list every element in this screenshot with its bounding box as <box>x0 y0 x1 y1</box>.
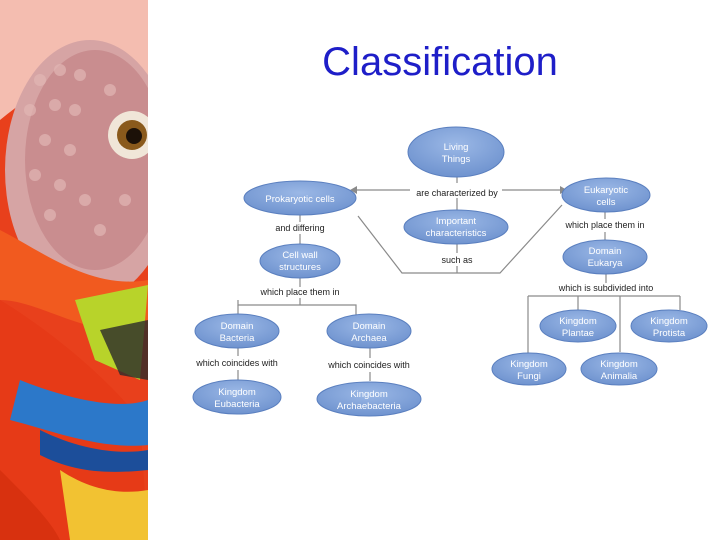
node-living-things-line2: Things <box>442 154 471 165</box>
node-kingdom-animalia-line1: Kingdom <box>600 359 638 370</box>
node-kingdom-plantae-line2: Plantae <box>562 328 594 339</box>
node-eukaryotic-cells-line1: Eukaryotic <box>584 185 629 196</box>
link-which-place-them-in-eukarya: which place them in <box>564 220 644 230</box>
node-eukaryotic-cells: Eukaryotic cells <box>562 178 650 212</box>
node-kingdom-fungi-line1: Kingdom <box>510 359 548 370</box>
node-domain-bacteria-line1: Domain <box>221 321 254 332</box>
node-kingdom-fungi-line2: Fungi <box>517 371 541 382</box>
node-kingdom-eubacteria-line1: Kingdom <box>218 387 256 398</box>
node-cell-wall-structures: Cell wall structures <box>260 244 340 278</box>
node-kingdom-fungi: Kingdom Fungi <box>492 353 566 385</box>
link-which-coincides-with-archaea: which coincides with <box>327 360 410 370</box>
link-which-place-them-in-domains: which place them in <box>259 287 339 297</box>
node-living-things-line1: Living <box>444 142 469 153</box>
node-eukaryotic-cells-line2: cells <box>596 197 615 208</box>
node-important-characteristics-line1: Important <box>436 216 476 227</box>
node-important-characteristics: Important characteristics <box>404 210 508 244</box>
node-kingdom-archaebacteria-line1: Kingdom <box>350 389 388 400</box>
node-domain-eukarya: Domain Eukarya <box>563 240 647 274</box>
node-domain-archaea-line1: Domain <box>353 321 386 332</box>
node-domain-bacteria: Domain Bacteria <box>195 314 279 348</box>
node-kingdom-archaebacteria: Kingdom Archaebacteria <box>317 382 421 416</box>
node-kingdom-eubacteria: Kingdom Eubacteria <box>193 380 281 414</box>
link-and-differing: and differing <box>275 223 324 233</box>
node-kingdom-protista: Kingdom Protista <box>631 310 707 342</box>
node-kingdom-animalia-line2: Animalia <box>601 371 638 382</box>
node-domain-archaea: Domain Archaea <box>327 314 411 348</box>
node-prokaryotic-cells: Prokaryotic cells <box>244 181 356 215</box>
node-domain-eukarya-line1: Domain <box>589 246 622 257</box>
node-kingdom-protista-line2: Protista <box>653 328 686 339</box>
node-kingdom-eubacteria-line2: Eubacteria <box>214 399 260 410</box>
node-prokaryotic-cells-line1: Prokaryotic cells <box>265 194 334 205</box>
node-domain-eukarya-line2: Eukarya <box>588 258 624 269</box>
node-kingdom-animalia: Kingdom Animalia <box>581 353 657 385</box>
node-kingdom-protista-line1: Kingdom <box>650 316 688 327</box>
node-cell-wall-structures-line2: structures <box>279 262 321 273</box>
link-which-is-subdivided-into: which is subdivided into <box>558 283 654 293</box>
node-kingdom-plantae-line1: Kingdom <box>559 316 597 327</box>
node-domain-archaea-line2: Archaea <box>351 333 387 344</box>
node-kingdom-plantae: Kingdom Plantae <box>540 310 616 342</box>
link-such-as: such as <box>441 255 473 265</box>
link-are-characterized-by: are characterized by <box>416 188 498 198</box>
node-important-characteristics-line2: characteristics <box>426 228 487 239</box>
node-living-things: Living Things <box>408 127 504 177</box>
node-kingdom-archaebacteria-line2: Archaebacteria <box>337 401 402 412</box>
node-cell-wall-structures-line1: Cell wall <box>282 250 317 261</box>
link-which-coincides-with-bacteria: which coincides with <box>195 358 278 368</box>
node-domain-bacteria-line2: Bacteria <box>220 333 256 344</box>
